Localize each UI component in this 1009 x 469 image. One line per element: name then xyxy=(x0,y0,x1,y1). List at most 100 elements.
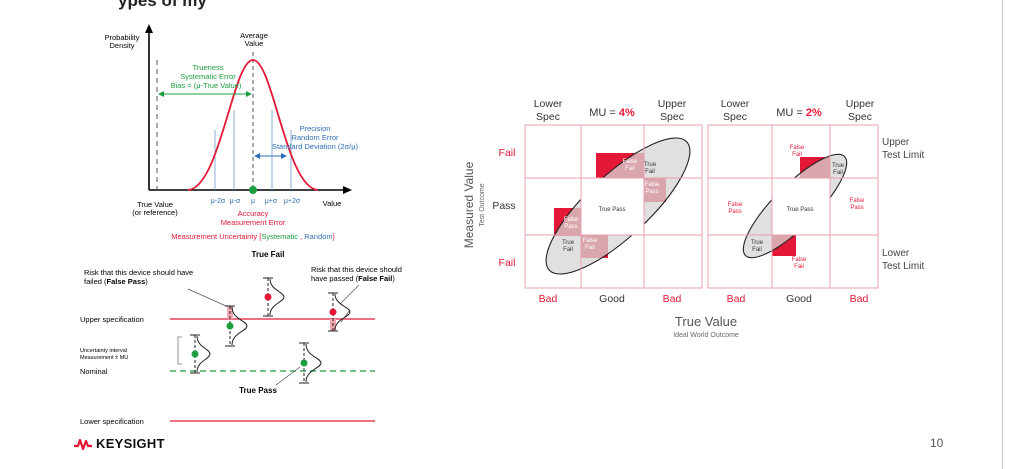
risk-left-pre: failed ( xyxy=(84,277,107,286)
y-axis-arrow-icon xyxy=(145,24,153,33)
mu-left-value: 4% xyxy=(619,107,635,119)
col-good: Good xyxy=(786,293,812,305)
measurement-uncertainty-label: Measurement Uncertainty [Systematic , Ra… xyxy=(171,232,334,241)
false-fail-text: False xyxy=(792,257,807,263)
value-axis-label: Value xyxy=(323,199,342,208)
x-axis-arrow-icon xyxy=(343,186,352,194)
measurement-error-label: Measurement Error xyxy=(221,218,286,227)
mu-prefix: Measurement Uncertainty [ xyxy=(171,232,262,241)
tick-mu: μ xyxy=(251,198,255,205)
right-divider xyxy=(1002,0,1003,469)
uncertainty-bracket xyxy=(177,336,182,365)
false-pass-text: Pass xyxy=(564,224,577,230)
row-fail-upper: Fail xyxy=(499,147,516,159)
false-fail-text: False xyxy=(623,159,638,165)
col-good: Good xyxy=(599,293,625,305)
nominal-label: Nominal xyxy=(80,367,108,376)
risk-left-bold: False Pass xyxy=(107,277,146,286)
page-number: 10 xyxy=(930,436,944,450)
risk-false-pass-line2: failed (False Pass) xyxy=(84,277,148,286)
false-pass-text: False xyxy=(645,182,660,188)
uncertainty-interval-label: Uncertainty interval xyxy=(80,348,127,354)
col-bad: Bad xyxy=(727,293,746,305)
true-pass-label: True Pass xyxy=(239,386,277,395)
std-dev-label: Standard Deviation (2σ/μ) xyxy=(272,142,359,151)
false-fail-text: Fail xyxy=(585,245,595,251)
upper-spec-label: Spec xyxy=(660,111,684,123)
trueness-arrow-right-icon xyxy=(246,91,252,97)
device-measurement xyxy=(225,305,248,347)
ideal-world-axis: Ideal World Outcome xyxy=(673,332,739,339)
true-fail-text: Fail xyxy=(645,169,655,175)
false-pass-text: False xyxy=(728,202,743,208)
false-fail-text: False xyxy=(790,145,805,151)
lower-spec-label: Lower specification xyxy=(80,417,144,426)
mu-systematic: Systematic xyxy=(261,232,298,241)
false-fail-text: Fail xyxy=(625,166,635,172)
false-pass-text: Pass xyxy=(645,189,658,195)
row-fail-lower: Fail xyxy=(499,257,516,269)
risk-right-pre: have passed ( xyxy=(311,274,359,283)
risk-grids: Lower Spec Upper Spec Lower Spec Upper S… xyxy=(462,98,924,339)
mu-label-text: MU = xyxy=(776,107,806,119)
lower-spec-label: Lower xyxy=(534,98,563,110)
trueness-arrow-left-icon xyxy=(158,91,164,97)
average-label-1: Average xyxy=(240,31,268,40)
false-pass-text: False xyxy=(564,217,579,223)
reference-label: (or reference) xyxy=(132,208,178,217)
bell-curve xyxy=(187,59,319,191)
tick-mu-sigma: μ-σ xyxy=(230,198,241,205)
upper-spec-label: Spec xyxy=(848,111,872,123)
mu-suffix: ] xyxy=(333,232,335,241)
lower-spec-label: Spec xyxy=(723,111,747,123)
device-measurement xyxy=(263,277,285,317)
average-label-2: Value xyxy=(245,39,264,48)
mu-2-label: MU = 2% xyxy=(776,107,822,119)
y-axis-label-1: Probability xyxy=(104,33,139,42)
trueness-label: Trueness xyxy=(193,63,224,72)
precision-arrow-left-icon xyxy=(254,153,260,159)
leader-line xyxy=(275,366,301,386)
bell-curve-diagram: Probability Density Average Value Truene… xyxy=(104,24,359,241)
precision-label: Precision xyxy=(300,124,331,133)
slide-title: ypes of my xyxy=(118,0,207,10)
leader-line xyxy=(339,284,360,305)
true-fail-label: True Fail xyxy=(252,250,285,259)
measured-value-axis: Measured Value xyxy=(462,161,476,248)
col-bad: Bad xyxy=(539,293,558,305)
test-outcome-axis: Test Outcome xyxy=(479,183,486,226)
false-fail-text: False xyxy=(583,238,598,244)
lower-test-limit: Lower xyxy=(882,248,910,259)
true-pass-zone xyxy=(772,178,830,235)
leader-line xyxy=(340,309,351,323)
keysight-wave-icon xyxy=(74,438,92,450)
true-fail-text: Fail xyxy=(833,170,843,176)
true-fail-text: True xyxy=(751,240,764,246)
false-fail-text: Fail xyxy=(794,264,804,270)
risk-false-fail-line2: have passed (False Fail) xyxy=(311,274,395,283)
mu-right-value: 2% xyxy=(806,107,822,119)
keysight-logo: KEYSIGHT xyxy=(74,436,165,451)
row-pass: Pass xyxy=(492,200,515,212)
grid-lines xyxy=(525,125,878,288)
true-value-label: True Value xyxy=(137,200,173,209)
lower-spec-label: Lower xyxy=(721,98,750,110)
true-pass-zone xyxy=(581,178,644,235)
risk-left-post: ) xyxy=(145,277,148,286)
mu-random: Random xyxy=(304,232,332,241)
lower-spec-label: Spec xyxy=(536,111,560,123)
brand-name: KEYSIGHT xyxy=(96,436,165,451)
leader-line xyxy=(187,288,227,307)
lower-test-limit: Test Limit xyxy=(882,261,924,272)
true-fail-text: True xyxy=(562,240,575,246)
device-measurement xyxy=(328,292,351,332)
risk-false-pass-line1: Risk that this device should have xyxy=(84,268,193,277)
true-fail-text: Fail xyxy=(563,247,573,253)
true-fail-text: True xyxy=(832,163,845,169)
risk-right-bold: False Fail xyxy=(358,274,392,283)
upper-test-limit: Test Limit xyxy=(882,150,924,161)
mu-separator: , xyxy=(298,232,304,241)
upper-spec-label: Upper specification xyxy=(80,315,144,324)
false-fail-text: Fail xyxy=(792,152,802,158)
